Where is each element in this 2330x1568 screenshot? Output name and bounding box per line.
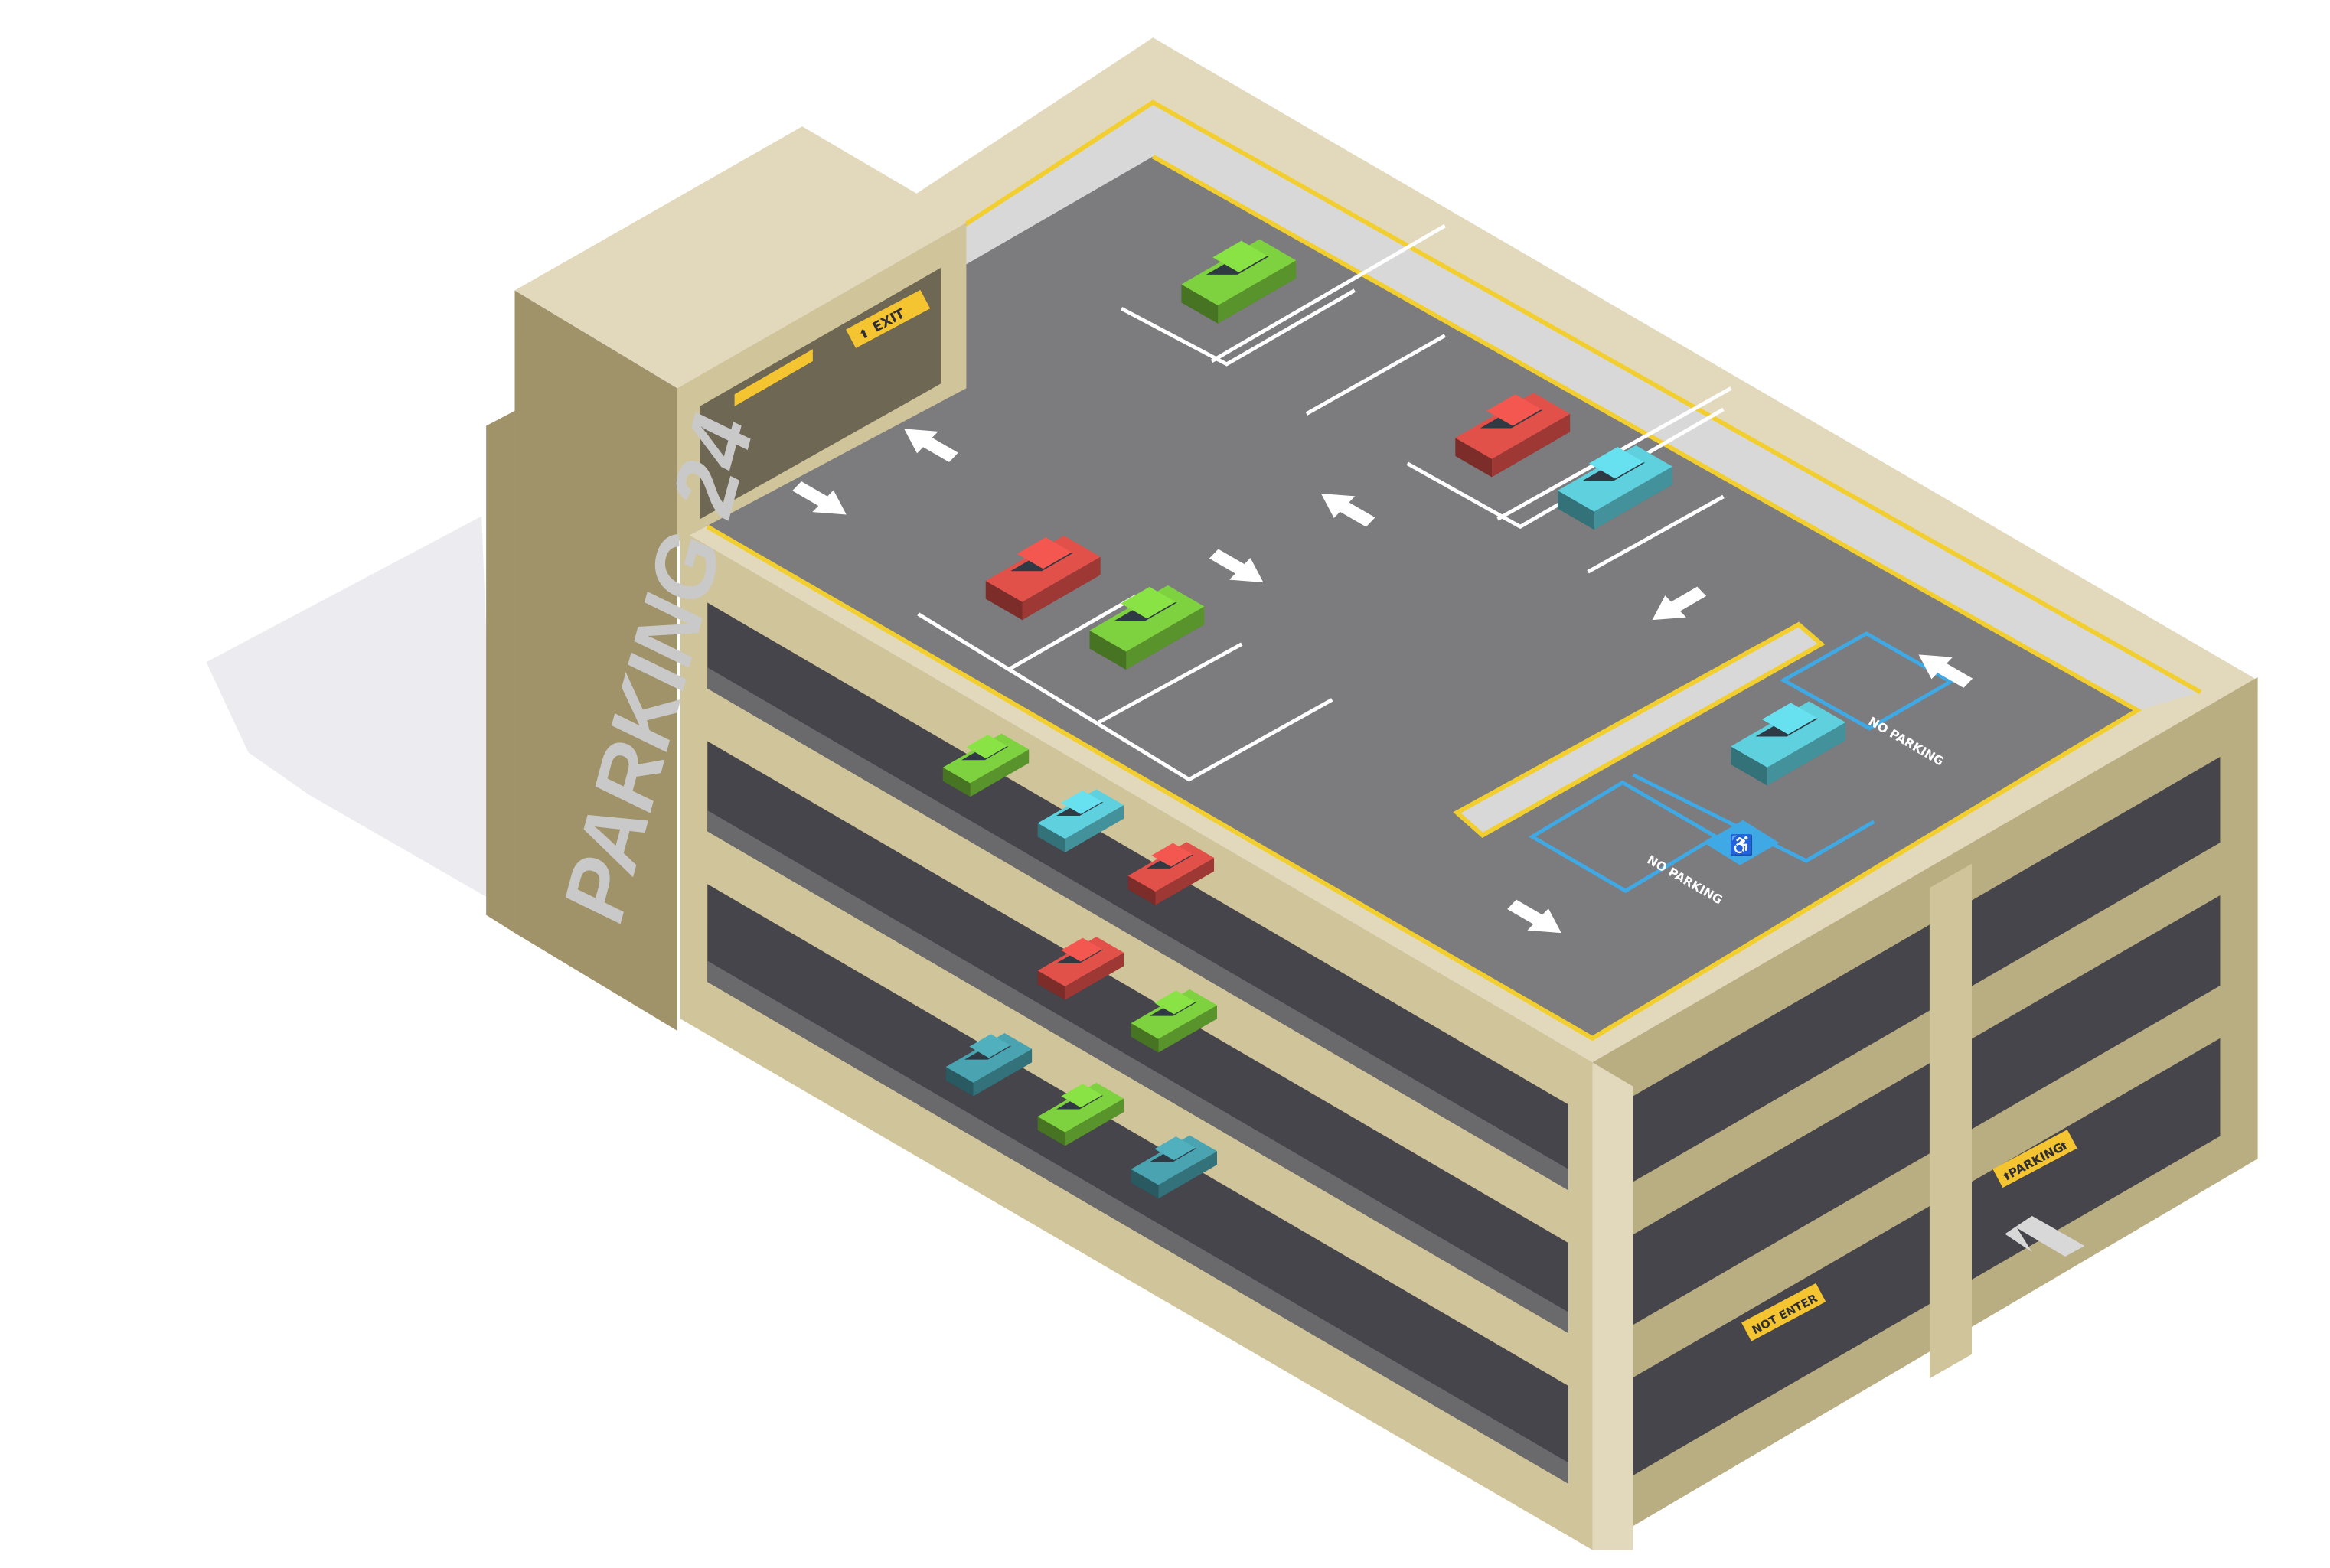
roof-asphalt <box>707 156 2138 1038</box>
direction-arrow-icon <box>1918 654 1973 688</box>
parking-lines <box>917 223 1732 782</box>
car <box>945 1032 1033 1097</box>
car <box>1127 842 1215 905</box>
level-floor <box>707 667 1568 1191</box>
car <box>1731 701 1846 786</box>
car <box>1131 989 1217 1053</box>
ground-shadow <box>206 516 497 903</box>
direction-arrows <box>792 429 1973 1392</box>
car <box>985 536 1101 621</box>
level-opening <box>1971 895 2221 1130</box>
direction-arrow-icon <box>1209 549 1264 583</box>
level-opening <box>1971 757 2221 986</box>
level-floor <box>707 960 1568 1484</box>
level-opening <box>1633 924 1930 1182</box>
roof-walkway <box>963 102 2201 711</box>
direction-arrow-icon <box>904 429 958 462</box>
direction-arrow-icon <box>1507 899 1561 934</box>
car <box>1558 445 1672 530</box>
accessible-sign: ♿ <box>1703 820 1780 865</box>
up-arrow-icon: ⬆ <box>2000 1169 2014 1185</box>
up-arrow-icon: ⬆ <box>2058 1139 2071 1154</box>
car <box>1455 393 1571 478</box>
car <box>942 733 1030 797</box>
direction-arrow-icon <box>1652 586 1707 621</box>
wheelchair-icon: ♿ <box>1729 833 1754 856</box>
level-opening <box>1633 1206 1930 1475</box>
level-opening <box>1633 1063 1930 1325</box>
direction-arrow-icon <box>1320 493 1375 527</box>
lower-level-cars <box>942 733 1217 1199</box>
roof-curb-island <box>1453 621 1826 838</box>
roof-cars <box>985 239 1846 786</box>
car <box>1037 937 1124 1000</box>
car <box>1037 789 1124 852</box>
left-facade <box>680 530 1593 1550</box>
direction-arrow-icon <box>792 481 847 515</box>
car <box>1089 585 1205 670</box>
level-opening <box>707 602 1568 1191</box>
tower-sign-blank <box>734 349 813 406</box>
ramp-arrow-in <box>2005 1215 2085 1257</box>
car <box>1181 239 1297 324</box>
car <box>1131 1135 1217 1199</box>
level-floor <box>707 810 1568 1334</box>
car <box>1037 1082 1124 1146</box>
roof: ♿ NO PARKING NO PARKING <box>662 37 2258 1392</box>
